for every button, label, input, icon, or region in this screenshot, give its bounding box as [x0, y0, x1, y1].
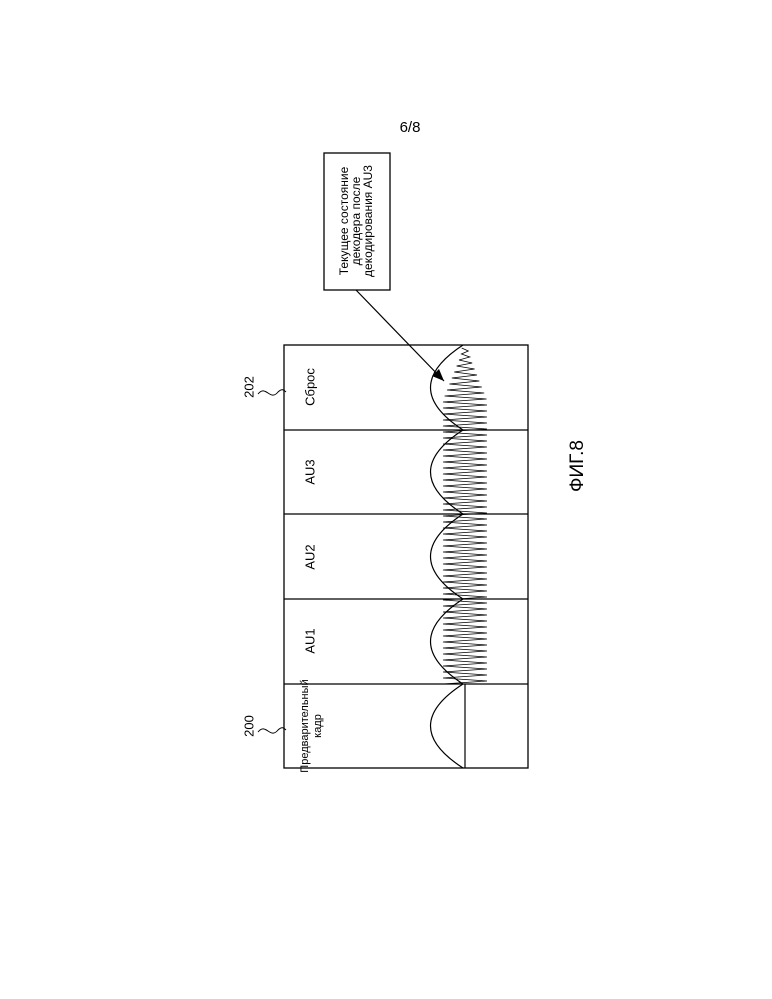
ref-200-leader: [258, 728, 286, 733]
frame-label-preliminary-line1: Предварительный: [299, 679, 311, 772]
page-number: 6/8: [400, 119, 421, 136]
figure-label: ФИГ.8: [567, 440, 588, 492]
state-arc-5: [431, 345, 464, 430]
frame-label-preliminary-line2: кадр: [312, 714, 324, 738]
frame-table: [284, 345, 528, 768]
callout-text-line3: декодирования AU3: [361, 165, 375, 277]
state-zigzag-waveform: [443, 348, 487, 684]
ref-200: 200: [241, 715, 256, 737]
frame-label-reset: Сброс: [302, 368, 317, 406]
frame-label-au3: AU3: [302, 459, 317, 484]
ref-202: 202: [241, 376, 256, 398]
frame-label-au1: AU1: [302, 628, 317, 653]
state-arc-1: [431, 684, 464, 768]
frame-label-au2: AU2: [302, 544, 317, 569]
decoder-state-zigzag: [443, 348, 487, 684]
ref-202-leader: [258, 390, 286, 395]
callout-arrow: [356, 290, 444, 381]
